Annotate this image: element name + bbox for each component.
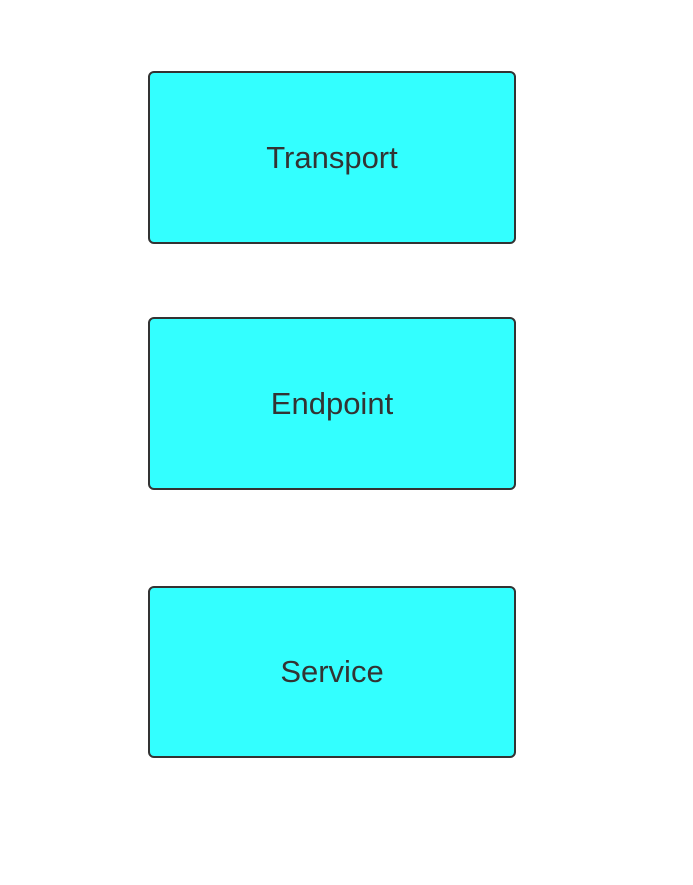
node-service-label: Service xyxy=(280,654,384,690)
node-service: Service xyxy=(148,586,516,758)
node-transport-label: Transport xyxy=(266,139,398,175)
node-transport: Transport xyxy=(148,71,516,244)
node-endpoint: Endpoint xyxy=(148,317,516,490)
node-endpoint-label: Endpoint xyxy=(270,385,394,421)
